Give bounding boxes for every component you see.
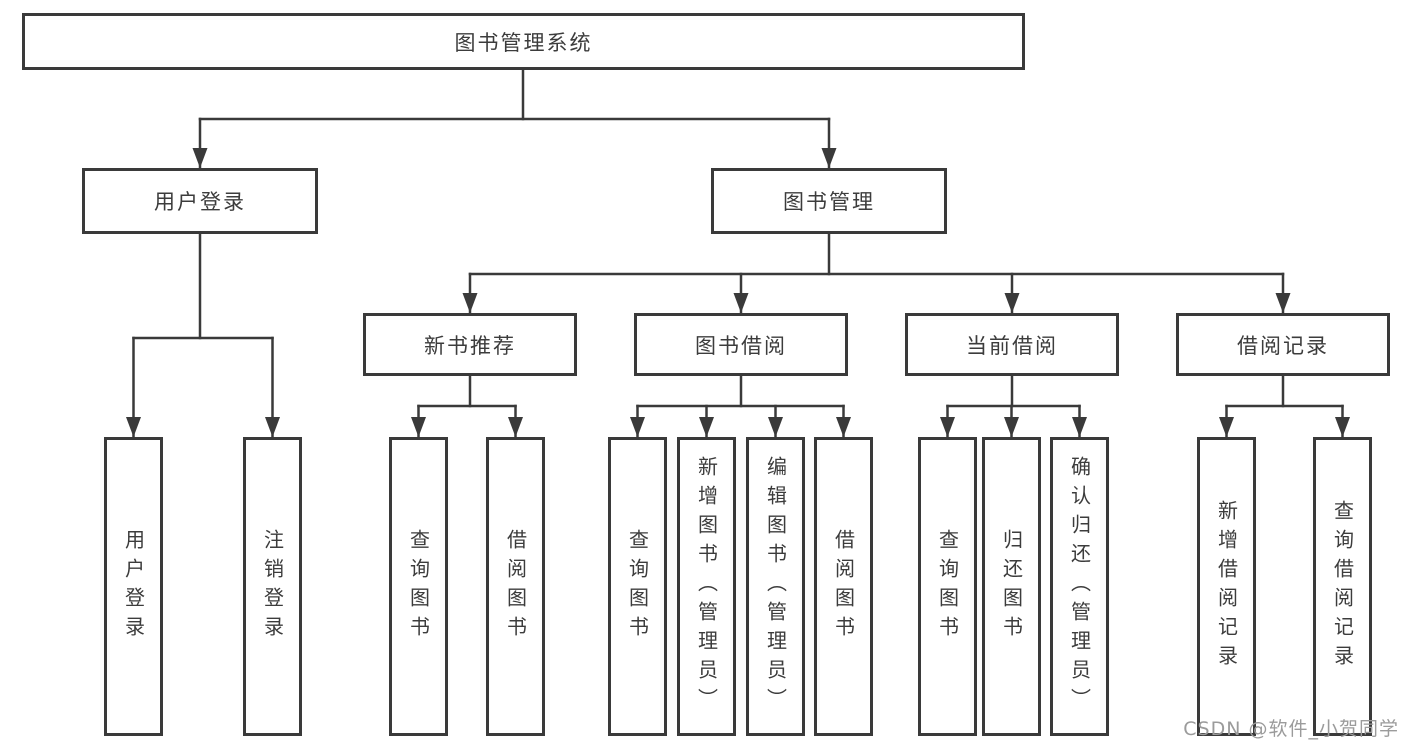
leaf-label: 借阅图书: [831, 528, 856, 645]
leaf-label: 确认归还（管理员）: [1067, 456, 1092, 717]
leaf-label: 新增借阅记录: [1214, 499, 1239, 674]
leaf-logout: 注销登录: [243, 437, 302, 736]
branch-book-management: 图书管理: [711, 168, 947, 234]
leaf-borrow-book: 借阅图书: [814, 437, 873, 736]
leaf-user-login: 用户登录: [104, 437, 163, 736]
leaf-query-book-recommend: 查询图书: [389, 437, 448, 736]
leaf-add-borrow-record: 新增借阅记录: [1197, 437, 1256, 736]
leaf-label: 查询图书: [935, 528, 960, 645]
leaf-label: 查询图书: [625, 528, 650, 645]
leaf-label: 新增图书（管理员）: [694, 456, 719, 717]
csdn-watermark: CSDN @软件_小贺同学: [1183, 718, 1399, 740]
leaf-label: 用户登录: [121, 528, 146, 645]
leaf-borrow-book-recommend: 借阅图书: [486, 437, 545, 736]
group-new-book-recommend: 新书推荐: [363, 313, 577, 376]
leaf-label: 借阅图书: [503, 528, 528, 645]
leaf-label: 注销登录: [260, 528, 285, 645]
leaf-return-book: 归还图书: [982, 437, 1041, 736]
leaf-label: 查询图书: [406, 528, 431, 645]
node-root: 图书管理系统: [22, 13, 1025, 70]
group-current-borrow: 当前借阅: [905, 313, 1119, 376]
leaf-confirm-return-admin: 确认归还（管理员）: [1050, 437, 1109, 736]
group-book-borrow: 图书借阅: [634, 313, 848, 376]
leaf-add-book-admin: 新增图书（管理员）: [677, 437, 736, 736]
leaf-label: 查询借阅记录: [1330, 499, 1355, 674]
group-borrow-records: 借阅记录: [1176, 313, 1390, 376]
leaf-query-borrow-record: 查询借阅记录: [1313, 437, 1372, 736]
leaf-edit-book-admin: 编辑图书（管理员）: [746, 437, 805, 736]
leaf-query-book-borrow: 查询图书: [608, 437, 667, 736]
leaf-label: 归还图书: [999, 528, 1024, 645]
leaf-label: 编辑图书（管理员）: [763, 456, 788, 717]
branch-user-login: 用户登录: [82, 168, 318, 234]
leaf-query-book-current: 查询图书: [918, 437, 977, 736]
